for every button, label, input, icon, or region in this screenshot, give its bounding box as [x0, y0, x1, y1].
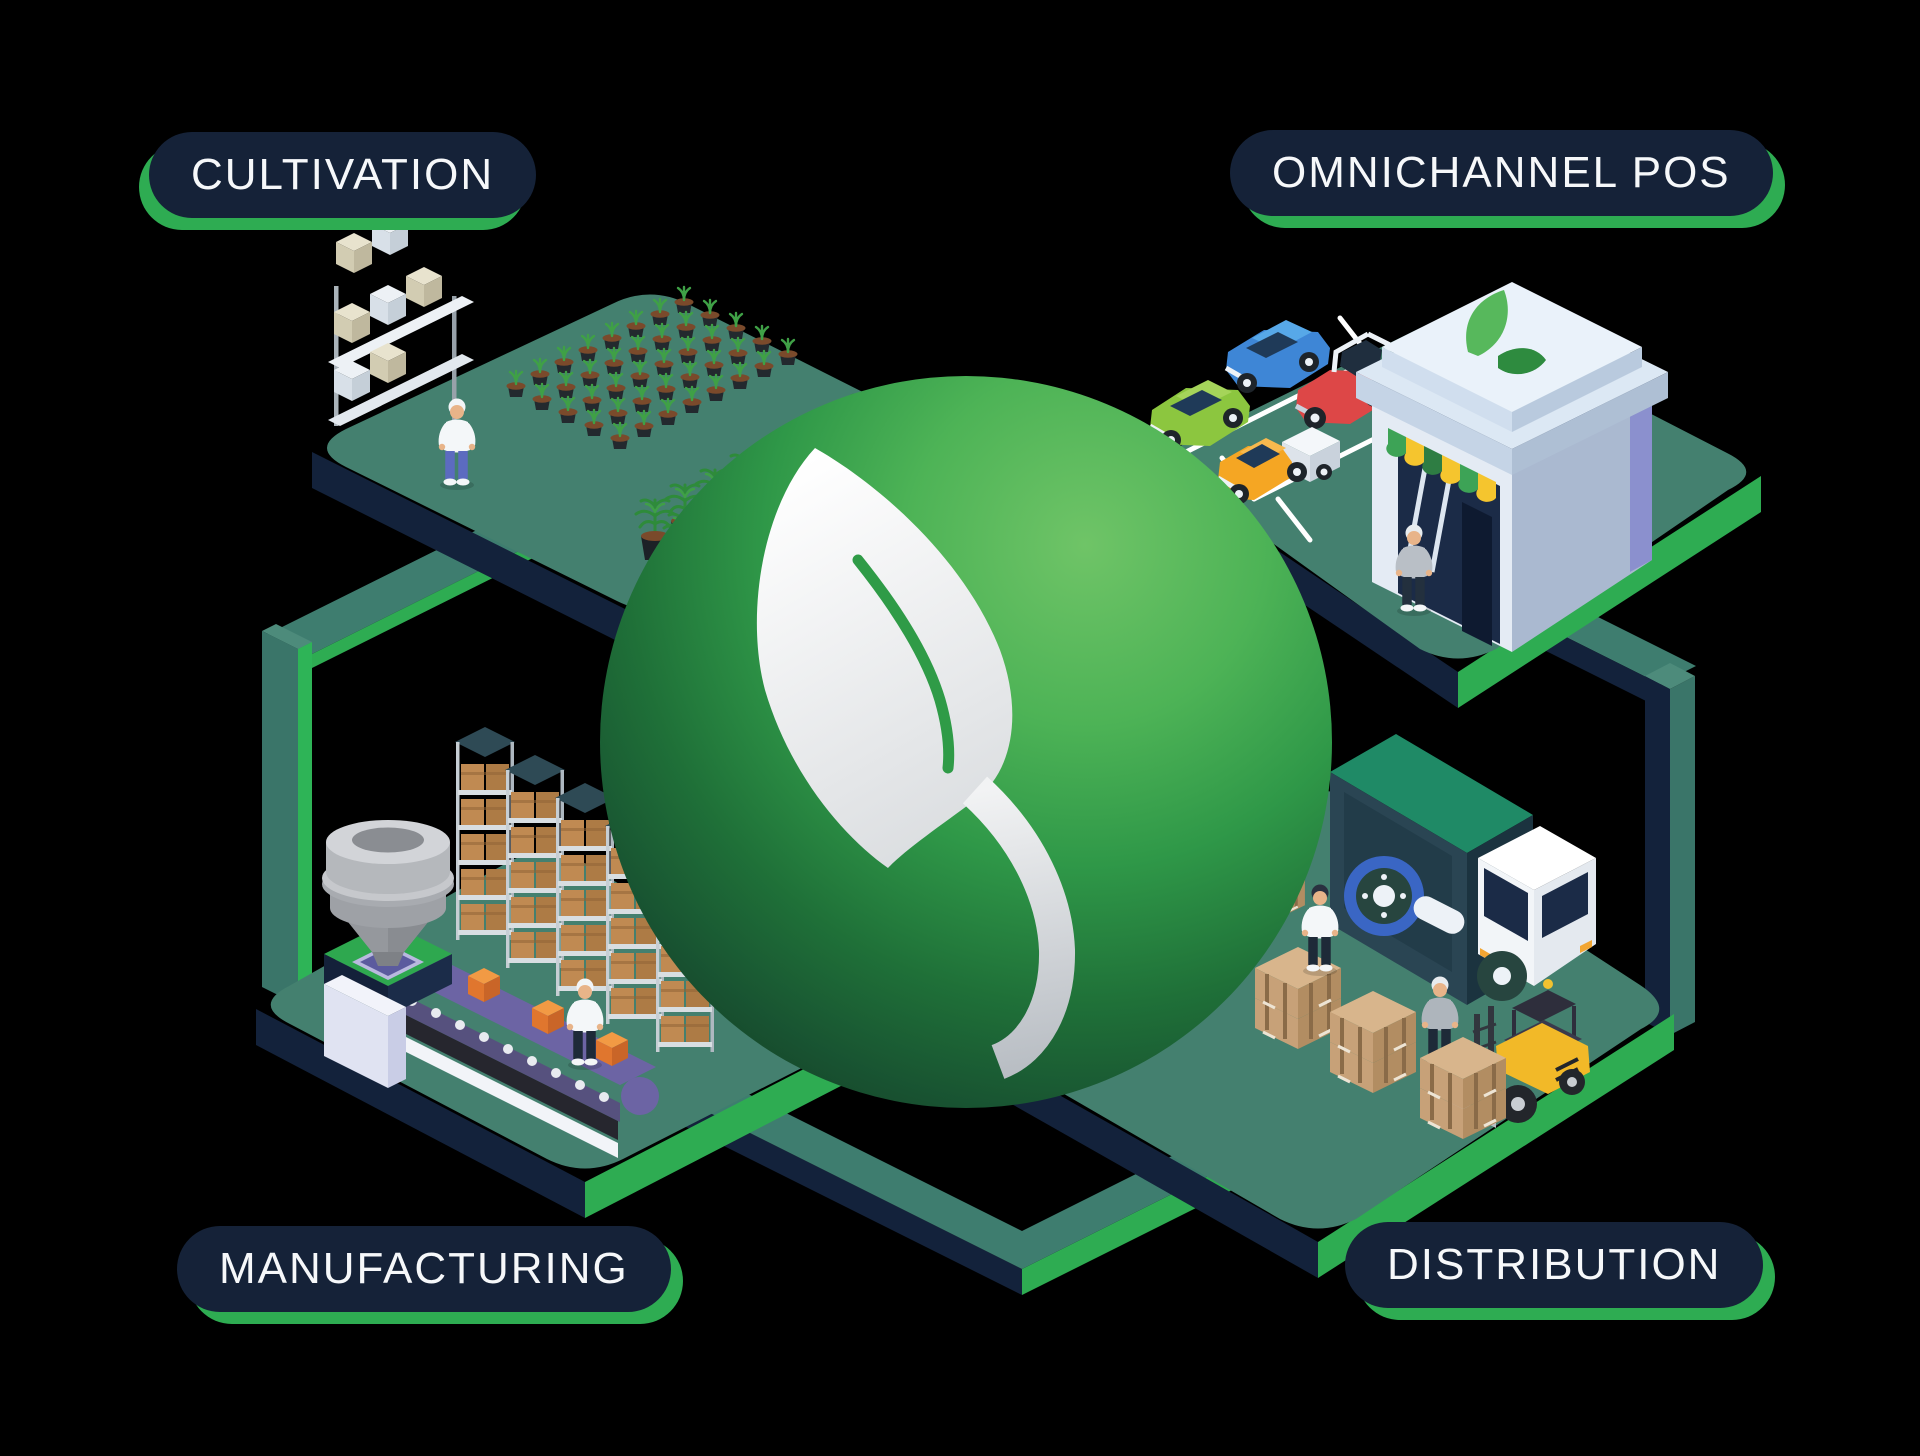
forklift-pallet	[1418, 1035, 1508, 1141]
label-cultivation-text: CULTIVATION	[191, 150, 495, 199]
storage-shelf	[328, 215, 474, 436]
label-omnichannel-pos: OMNICHANNEL POS	[1230, 130, 1773, 216]
label-cultivation: CULTIVATION	[149, 132, 537, 218]
center-sphere	[600, 376, 1332, 1108]
pos-platform	[1148, 282, 1761, 708]
hopper-machine	[322, 820, 454, 1088]
label-manufacturing: MANUFACTURING	[177, 1226, 671, 1312]
manufacturing-platform	[256, 727, 868, 1218]
truck-orange	[1216, 427, 1340, 504]
car-green	[1148, 380, 1250, 450]
store-building	[1356, 282, 1668, 652]
car-blue	[1224, 320, 1330, 393]
label-manufacturing-text: MANUFACTURING	[219, 1244, 629, 1293]
store-leaf-logo	[1466, 290, 1546, 375]
label-distribution: DISTRIBUTION	[1345, 1222, 1764, 1308]
leaf-icon	[756, 448, 1076, 1079]
delivery-truck	[1330, 734, 1596, 1005]
store-awning	[1386, 428, 1496, 502]
label-omnichannel-pos-text: OMNICHANNEL POS	[1272, 148, 1731, 197]
distribution-platform	[980, 734, 1674, 1278]
label-distribution-text: DISTRIBUTION	[1387, 1240, 1722, 1289]
